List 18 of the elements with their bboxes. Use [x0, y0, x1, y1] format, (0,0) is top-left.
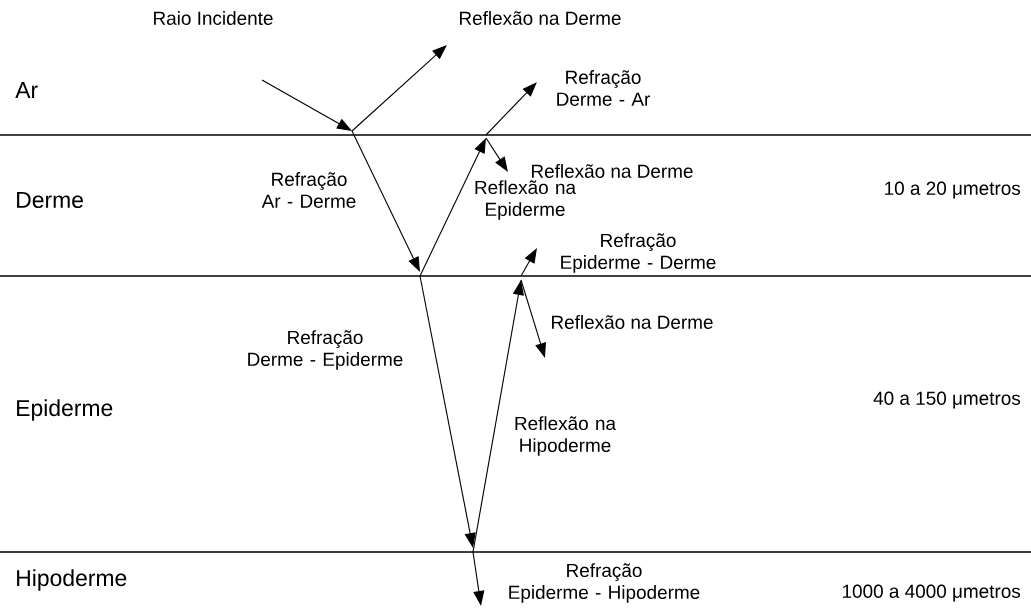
- ray-label: Refração Epiderme - Hipoderme: [509, 563, 700, 603]
- ray-label: Reflexão na Epiderme: [475, 180, 576, 220]
- thickness-label: 10 a 20 μmetros: [885, 181, 1021, 199]
- ray-label: Reflexão na Derme: [460, 11, 621, 25]
- thickness-label: 40 a 150 μmetros: [873, 391, 1021, 409]
- ray-label: Raio Incidente: [154, 11, 273, 25]
- ray-label: Refração Ar - Derme: [261, 172, 356, 208]
- ray-label: Reflexão na Derme: [532, 164, 693, 178]
- layer-name: Ar: [15, 82, 38, 98]
- ray-label: Reflexão na Hipoderme: [515, 416, 616, 456]
- layer-name: Derme: [17, 192, 83, 208]
- layer-name: Hipoderme: [17, 569, 127, 591]
- ray-label: Refração Epiderme - Derme: [561, 233, 716, 273]
- ray-label: Refração Derme - Ar: [557, 70, 650, 106]
- ray-label: Reflexão na Derme: [552, 315, 713, 329]
- ray-label: Refração Derme - Epiderme: [248, 330, 403, 370]
- thickness-label: 1000 a 4000 μmetros: [842, 584, 1021, 602]
- layer-name: Epiderme: [17, 399, 113, 421]
